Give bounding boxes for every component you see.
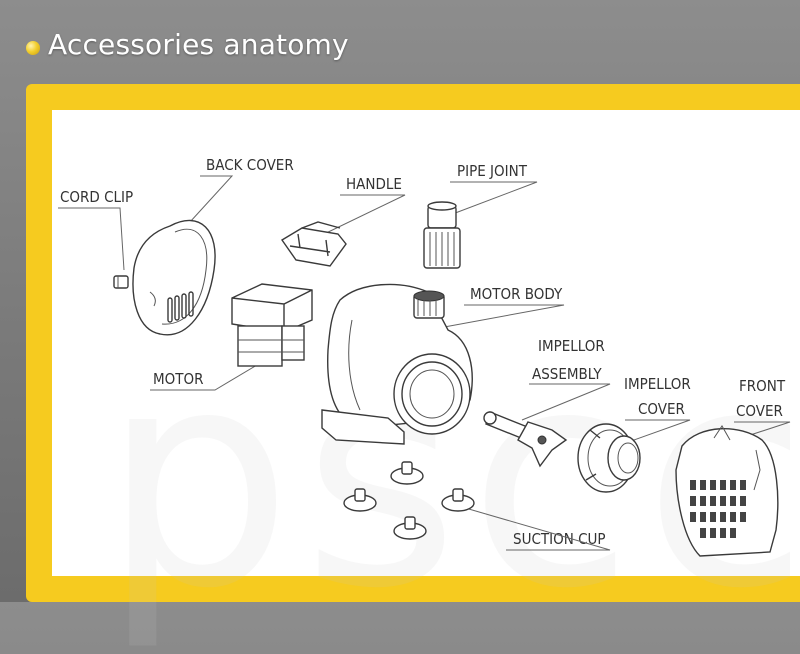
page-title: Accessories anatomy (48, 28, 349, 61)
front-cover-part (675, 425, 779, 557)
label-pipe-joint: PIPE JOINT (457, 162, 528, 180)
label-impellor-cover-line1: IMPELLOR (624, 375, 691, 393)
suction-cup-4 (393, 516, 427, 540)
suction-cup-3 (441, 488, 475, 512)
cord-clip-part (113, 275, 129, 289)
motor-body-part (321, 283, 473, 445)
label-front-cover-line2: COVER (736, 402, 783, 420)
motor-part (231, 283, 313, 367)
pipe-joint-part (423, 201, 461, 269)
label-impellor-assembly-line2: ASSEMBLY (532, 365, 602, 383)
label-front-cover-line1: FRONT (739, 377, 786, 395)
suction-cup-2 (343, 488, 377, 512)
leader-lines (58, 175, 791, 551)
label-impellor-assembly-line1: IMPELLOR (538, 337, 605, 355)
label-impellor-cover-line2: COVER (638, 400, 685, 418)
back-cover-part (132, 219, 216, 336)
header: Accessories anatomy (0, 0, 800, 84)
label-handle: HANDLE (346, 175, 402, 193)
label-suction-cup: SUCTION CUP (513, 530, 606, 548)
impellor-cover-part (577, 423, 641, 493)
label-motor: MOTOR (153, 370, 204, 388)
label-cord-clip: CORD CLIP (60, 188, 133, 206)
handle-part (280, 221, 347, 267)
label-motor-body: MOTOR BODY (470, 285, 563, 303)
title-bullet-icon (26, 41, 40, 55)
suction-cups-part (343, 461, 475, 540)
suction-cup-1 (390, 461, 424, 485)
exploded-pump-diagram: BACK COVER CORD CLIP HANDLE PIPE JOINT M… (58, 156, 791, 557)
impellor-assembly-part (483, 411, 568, 468)
label-back-cover: BACK COVER (206, 156, 294, 174)
